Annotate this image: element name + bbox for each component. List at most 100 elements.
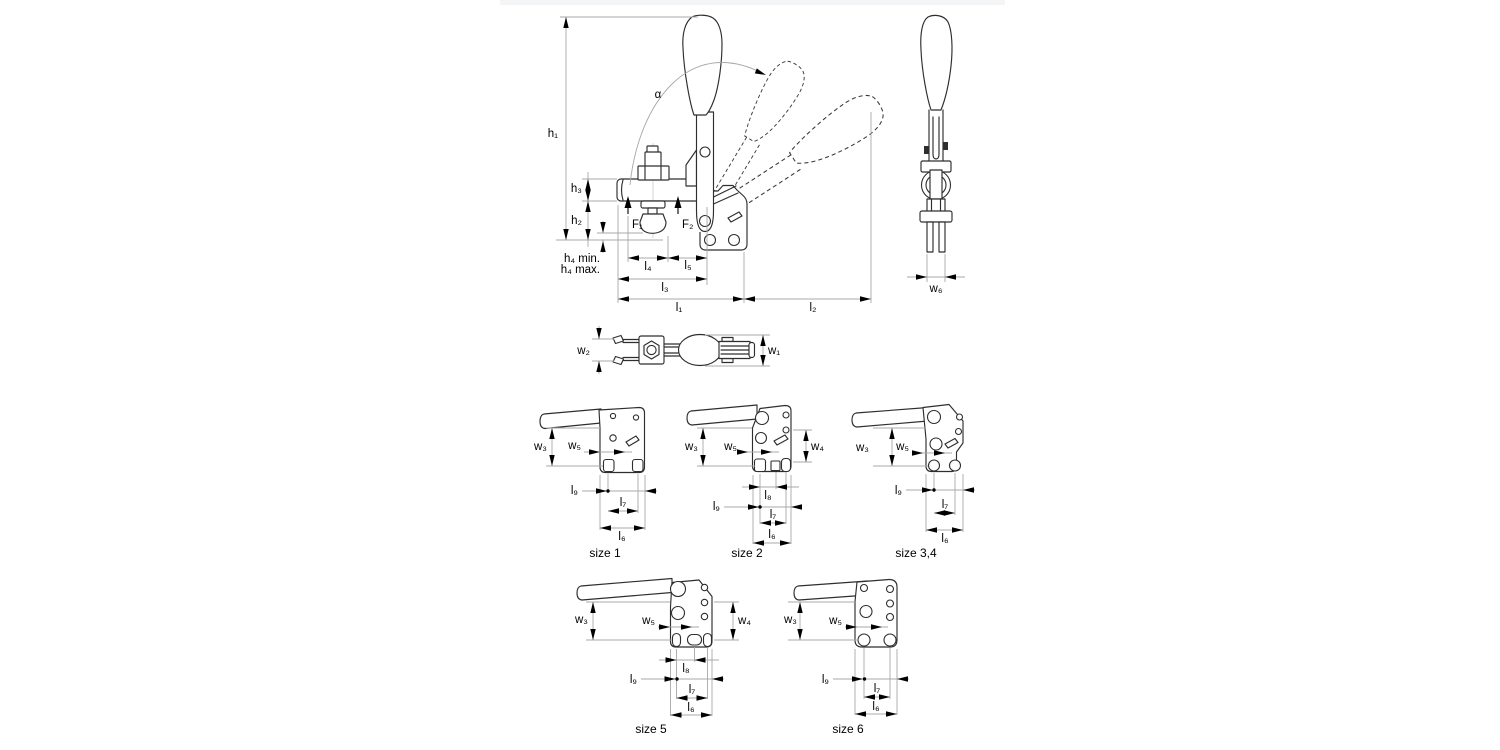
size1-w5-dimension: w₅ — [567, 440, 632, 455]
size1-l-dimensions: l₉ l₇ l₆ — [571, 474, 657, 543]
dim-label-l3: l₃ — [661, 282, 669, 294]
dim-label-l2: l₂ — [809, 302, 816, 314]
size2-w4-dimension: w₄ — [793, 429, 824, 463]
clamp-lever — [682, 14, 739, 233]
main-side-view: α h₁ h₃ h₂ — [548, 14, 884, 314]
size1-w3-dimension: w₃ — [533, 427, 603, 467]
dim-label-h4-min: h₄ min. — [564, 253, 600, 265]
rubber-foot — [639, 213, 667, 234]
size34-view: w₃ w₅ l₉ l₇ l₆ size 3,4 — [851, 403, 975, 560]
dim-label-f1: F₁ — [632, 219, 643, 231]
side-tab-left — [924, 146, 929, 154]
size5-w4-dimension: w₄ — [714, 601, 751, 641]
opening-angle: α — [629, 62, 768, 186]
dim-label-w5: w₅ — [723, 441, 737, 453]
dim-label-l7: l₇ — [689, 684, 696, 696]
l4-l5-dimensions: l₄ l₅ — [627, 207, 708, 285]
force-arrows: F₁ F₂ — [624, 196, 694, 231]
dim-label-l8: l₈ — [682, 663, 690, 675]
dim-label-l9: l₉ — [571, 485, 578, 497]
dim-label-l7: l₇ — [770, 509, 777, 521]
dim-label-l6: l₆ — [941, 533, 949, 545]
size5-w5-dimension: w₅ — [641, 615, 699, 630]
side-tab-right — [943, 142, 948, 150]
size6-plate — [854, 578, 898, 648]
dim-label-l9: l₉ — [822, 674, 829, 686]
w1-dimension: w₁ — [705, 334, 780, 367]
front-leg-left — [926, 221, 934, 253]
size1-plate — [598, 406, 646, 474]
dim-label-l7: l₇ — [620, 497, 627, 509]
dim-label-w3: w₃ — [684, 441, 698, 453]
size1-view: w₃ w₅ l₉ l₇ l₆ size 1 — [533, 406, 657, 560]
prong-bottom — [612, 355, 625, 366]
size34-caption: size 3,4 — [895, 546, 937, 560]
size34-arm — [851, 406, 929, 428]
dim-label-l1: l₁ — [676, 302, 683, 314]
front-handle-grip — [920, 14, 953, 111]
dim-label-h3: h₃ — [571, 183, 582, 195]
dim-label-l6: l₆ — [618, 531, 626, 543]
dim-label-l9: l₉ — [713, 501, 720, 513]
dim-label-w5: w₅ — [828, 615, 842, 627]
base-slot — [727, 211, 743, 223]
front-leg-right — [938, 221, 946, 253]
dim-label-l9: l₉ — [895, 485, 902, 497]
w6-dimension: w₆ — [907, 254, 965, 295]
top-view: w₂ w₁ — [576, 326, 780, 374]
w2-dimension: w₂ — [576, 326, 614, 374]
dim-label-w5: w₅ — [641, 615, 655, 627]
size5-arm — [576, 577, 673, 601]
dim-label-w6: w₆ — [929, 283, 943, 295]
dim-label-w2: w₂ — [576, 345, 590, 357]
top-handle-grip — [677, 333, 723, 367]
dim-label-l7: l₇ — [942, 499, 949, 511]
top-strip — [500, 0, 1005, 5]
dim-label-w4: w₄ — [810, 441, 824, 453]
dim-label-w5: w₅ — [895, 441, 909, 453]
dim-label-l7: l₇ — [874, 683, 881, 695]
dim-label-l5: l₅ — [684, 260, 692, 272]
size5-l-dimensions: l₈ l₉ l₇ l₆ — [630, 647, 724, 718]
size2-arm — [686, 404, 758, 426]
size1-arm — [539, 408, 602, 430]
size34-w3-dimension: w₃ — [855, 427, 928, 467]
dim-label-w3: w₃ — [574, 614, 588, 626]
dim-label-l6: l₆ — [687, 702, 695, 714]
size2-view: w₃ w₄ w₅ l₈ — [684, 404, 824, 560]
dim-label-alpha: α — [655, 89, 662, 101]
dim-label-l8: l₈ — [764, 490, 772, 502]
size2-caption: size 2 — [731, 546, 763, 560]
dim-label-l6: l₆ — [872, 701, 880, 713]
front-view: w₆ — [907, 14, 965, 295]
size5-caption: size 5 — [635, 722, 667, 736]
dim-label-h1: h₁ — [548, 128, 558, 140]
clamp-spindle — [637, 143, 670, 238]
h4-dimension: h₄ min. h₄ max. — [561, 221, 643, 276]
size6-w3-dimension: w₃ — [783, 601, 858, 641]
h1-dimension: h₁ — [548, 16, 698, 241]
l1-l2-dimensions: l₁ l₂ — [618, 112, 872, 314]
dim-label-w3: w₃ — [533, 441, 547, 453]
dim-label-l6: l₆ — [768, 529, 776, 541]
dim-label-w4: w₄ — [737, 615, 751, 627]
l3-dimension: l₃ — [617, 205, 707, 303]
dim-label-f2: F₂ — [682, 219, 694, 231]
dim-label-w3: w₃ — [855, 442, 869, 454]
size6-arm — [793, 580, 869, 601]
dim-label-w1: w₁ — [767, 345, 780, 357]
dim-label-l9: l₉ — [630, 674, 637, 686]
size2-l-dimensions: l₈ l₉ l₇ l₆ — [713, 472, 802, 546]
dim-label-l4: l₄ — [644, 261, 652, 273]
h3-h2-dimensions: h₃ h₂ — [571, 172, 617, 247]
dim-label-h4-max: h₄ max. — [561, 264, 600, 276]
dim-label-w3: w₃ — [783, 614, 797, 626]
size1-caption: size 1 — [589, 546, 621, 560]
size5-view: w₃ w₄ w₅ l₈ — [574, 577, 751, 736]
size6-l-dimensions: l₉ l₇ l₆ — [822, 648, 909, 717]
dim-label-w5: w₅ — [567, 440, 581, 452]
size6-view: w₃ w₅ l₉ l₇ l₆ size 6 — [783, 578, 909, 736]
dim-label-h2: h₂ — [571, 215, 582, 227]
size6-caption: size 6 — [832, 722, 864, 736]
